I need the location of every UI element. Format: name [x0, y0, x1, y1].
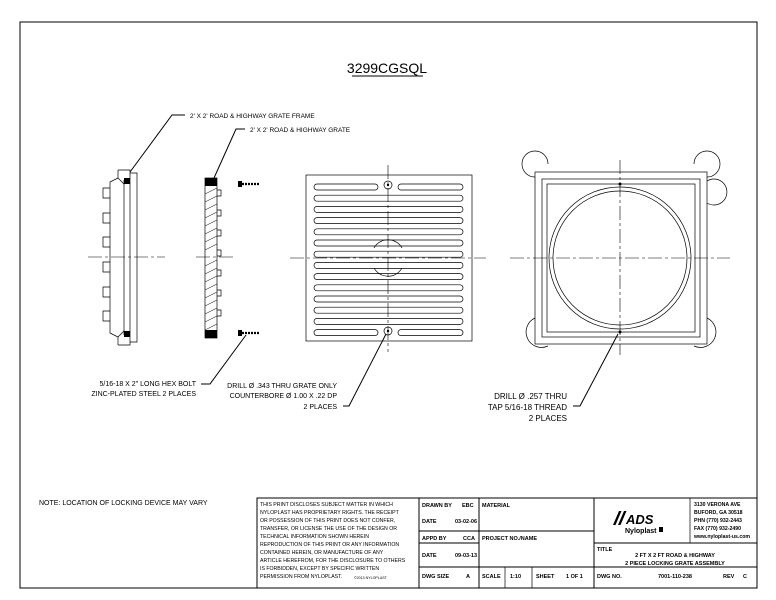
grate-label: 2' X 2' ROAD & HIGHWAY GRATE [250, 127, 351, 134]
drill1-label-line3: 2 PLACES [304, 404, 338, 411]
frame-top-view [510, 150, 730, 355]
drill1-label-line2: COUNTERBORE Ø 1.00 X .22 DP [230, 393, 338, 400]
frame-side-view [88, 169, 165, 346]
rev-label: REV [723, 574, 735, 580]
copyright: ©2013 NYLOPLAST [354, 576, 388, 580]
scale-label: SCALE [482, 574, 501, 580]
disclaimer-line: TRANSFER, OR LICENSE THE USE OF THE DESI… [260, 526, 397, 532]
disclaimer-line: OR POSSESSION OF THIS PRINT DOES NOT CON… [260, 518, 395, 524]
dwg-no-label: DWG NO. [597, 574, 622, 580]
title-label: TITLE [597, 547, 613, 553]
drill2-label-line1: DRILL Ø .257 THRU [494, 392, 567, 401]
frame-leader [129, 114, 185, 173]
grate-slot [313, 194, 464, 202]
company-logo: ADS Nyloplast [613, 511, 663, 535]
drawn-by-label: DRAWN BY [422, 503, 452, 509]
bolt-hole-top [383, 180, 393, 190]
grate-slot [313, 284, 464, 292]
disclaimer-line: NYLOPLAST HAS PROPRIETARY RIGHTS. THE RE… [260, 510, 400, 516]
date2-label: DATE [422, 553, 437, 559]
grate-slot [313, 250, 464, 258]
grate-slot [397, 329, 464, 336]
bolt-top [238, 181, 260, 187]
rev-value: C [743, 574, 747, 580]
disclaimer-line: THIS PRINT DISCLOSES SUBJECT MATTER IN W… [260, 502, 393, 508]
disclaimer-block: THIS PRINT DISCLOSES SUBJECT MATTER IN W… [260, 502, 406, 580]
address-block: 3130 VERONA AVE BUFORD, GA 30518 PHN (77… [693, 502, 750, 540]
location-note: NOTE: LOCATION OF LOCKING DEVICE MAY VAR… [39, 500, 208, 507]
grate-leader [213, 128, 245, 179]
grate-slot [313, 262, 464, 269]
frame-label: 2' X 2' ROAD & HIGHWAY GRATE FRAME [190, 113, 315, 120]
bolt-label-line1: 5/16-18 X 2" LONG HEX BOLT [99, 381, 196, 388]
drawn-by-value: EBC [462, 503, 474, 509]
logo-nyloplast-text: Nyloplast [625, 528, 657, 535]
scale-value: 1:10 [510, 574, 521, 580]
date2-value: 09-03-13 [455, 553, 477, 559]
grate-top-view [290, 165, 486, 352]
grate-slot [313, 228, 464, 236]
drill1-label-line1: DRILL Ø .343 THRU GRATE ONLY [227, 383, 337, 390]
disclaimer-line: REPRODUCTION OF THIS PRINT OR ANY INFORM… [260, 542, 399, 548]
logo-ads-text: ADS [625, 512, 654, 527]
dwg-size-label: DWG SIZE [422, 574, 450, 580]
grate-slot [313, 206, 464, 213]
grate-slot [313, 295, 464, 303]
grate-slot [313, 183, 379, 191]
address-line: BUFORD, GA 30518 [694, 510, 743, 516]
grate-slot [313, 329, 379, 336]
project-label: PROJECT NO./NAME [482, 536, 537, 542]
disclaimer-line: TECHNICAL INFORMATION SHOWN HEREIN [260, 534, 369, 540]
dwg-size-value: A [466, 574, 470, 580]
date1-label: DATE [422, 519, 437, 525]
title-block [256, 497, 758, 589]
disclaimer-line: IS FORBIDDEN, EXCEPT BY SPECIFIC WRITTEN [260, 566, 379, 572]
drill2-leader [573, 333, 619, 407]
grate-slot [397, 183, 464, 191]
grate-slot [313, 318, 464, 325]
date1-value: 03-02-06 [455, 519, 477, 525]
disclaimer-line: ARTICLE HEREFROM, FOR THE DISCLOSURE TO … [260, 558, 406, 564]
drawing-title: 3299CGSQL [347, 60, 427, 76]
appd-by-value: CCA [463, 536, 475, 542]
grate-slot [313, 273, 464, 280]
drill1-leader [343, 333, 387, 407]
disclaimer-line: CONTAINED HEREIN, OR MANUFACTURE OF ANY [260, 550, 384, 556]
dwg-no-value: 7001-110-238 [658, 574, 692, 580]
grate-slot [313, 217, 464, 224]
bolt-leader [201, 334, 247, 385]
sheet-label: SHEET [536, 574, 555, 580]
grate-side-view [196, 177, 236, 339]
appd-by-label: APPD BY [422, 536, 447, 542]
address-line: www.nyloplast-us.com [693, 534, 750, 540]
drill2-label-line2: TAP 5/16-18 THREAD [488, 403, 567, 412]
address-line: FAX (770) 932-2490 [694, 526, 741, 532]
sheet-value: 1 OF 1 [566, 574, 583, 580]
bolt-hole-bottom [383, 326, 393, 336]
address-line: 3130 VERONA AVE [694, 502, 741, 508]
grate-slot [313, 306, 464, 314]
title-line2: 2 PIECE LOCKING GRATE ASSEMBLY [625, 561, 725, 567]
disclaimer-line: PERMISSION FROM NYLOPLAST. [260, 574, 342, 580]
bolt-bottom [238, 330, 260, 336]
address-line: PHN (770) 932-2443 [694, 518, 742, 524]
grate-slot [313, 239, 464, 247]
material-label: MATERIAL [482, 503, 511, 509]
bolt-label-line2: ZINC-PLATED STEEL 2 PLACES [91, 391, 196, 398]
drill2-label-line3: 2 PLACES [529, 414, 567, 423]
title-line1: 2 FT X 2 FT ROAD & HIGHWAY [635, 553, 715, 559]
